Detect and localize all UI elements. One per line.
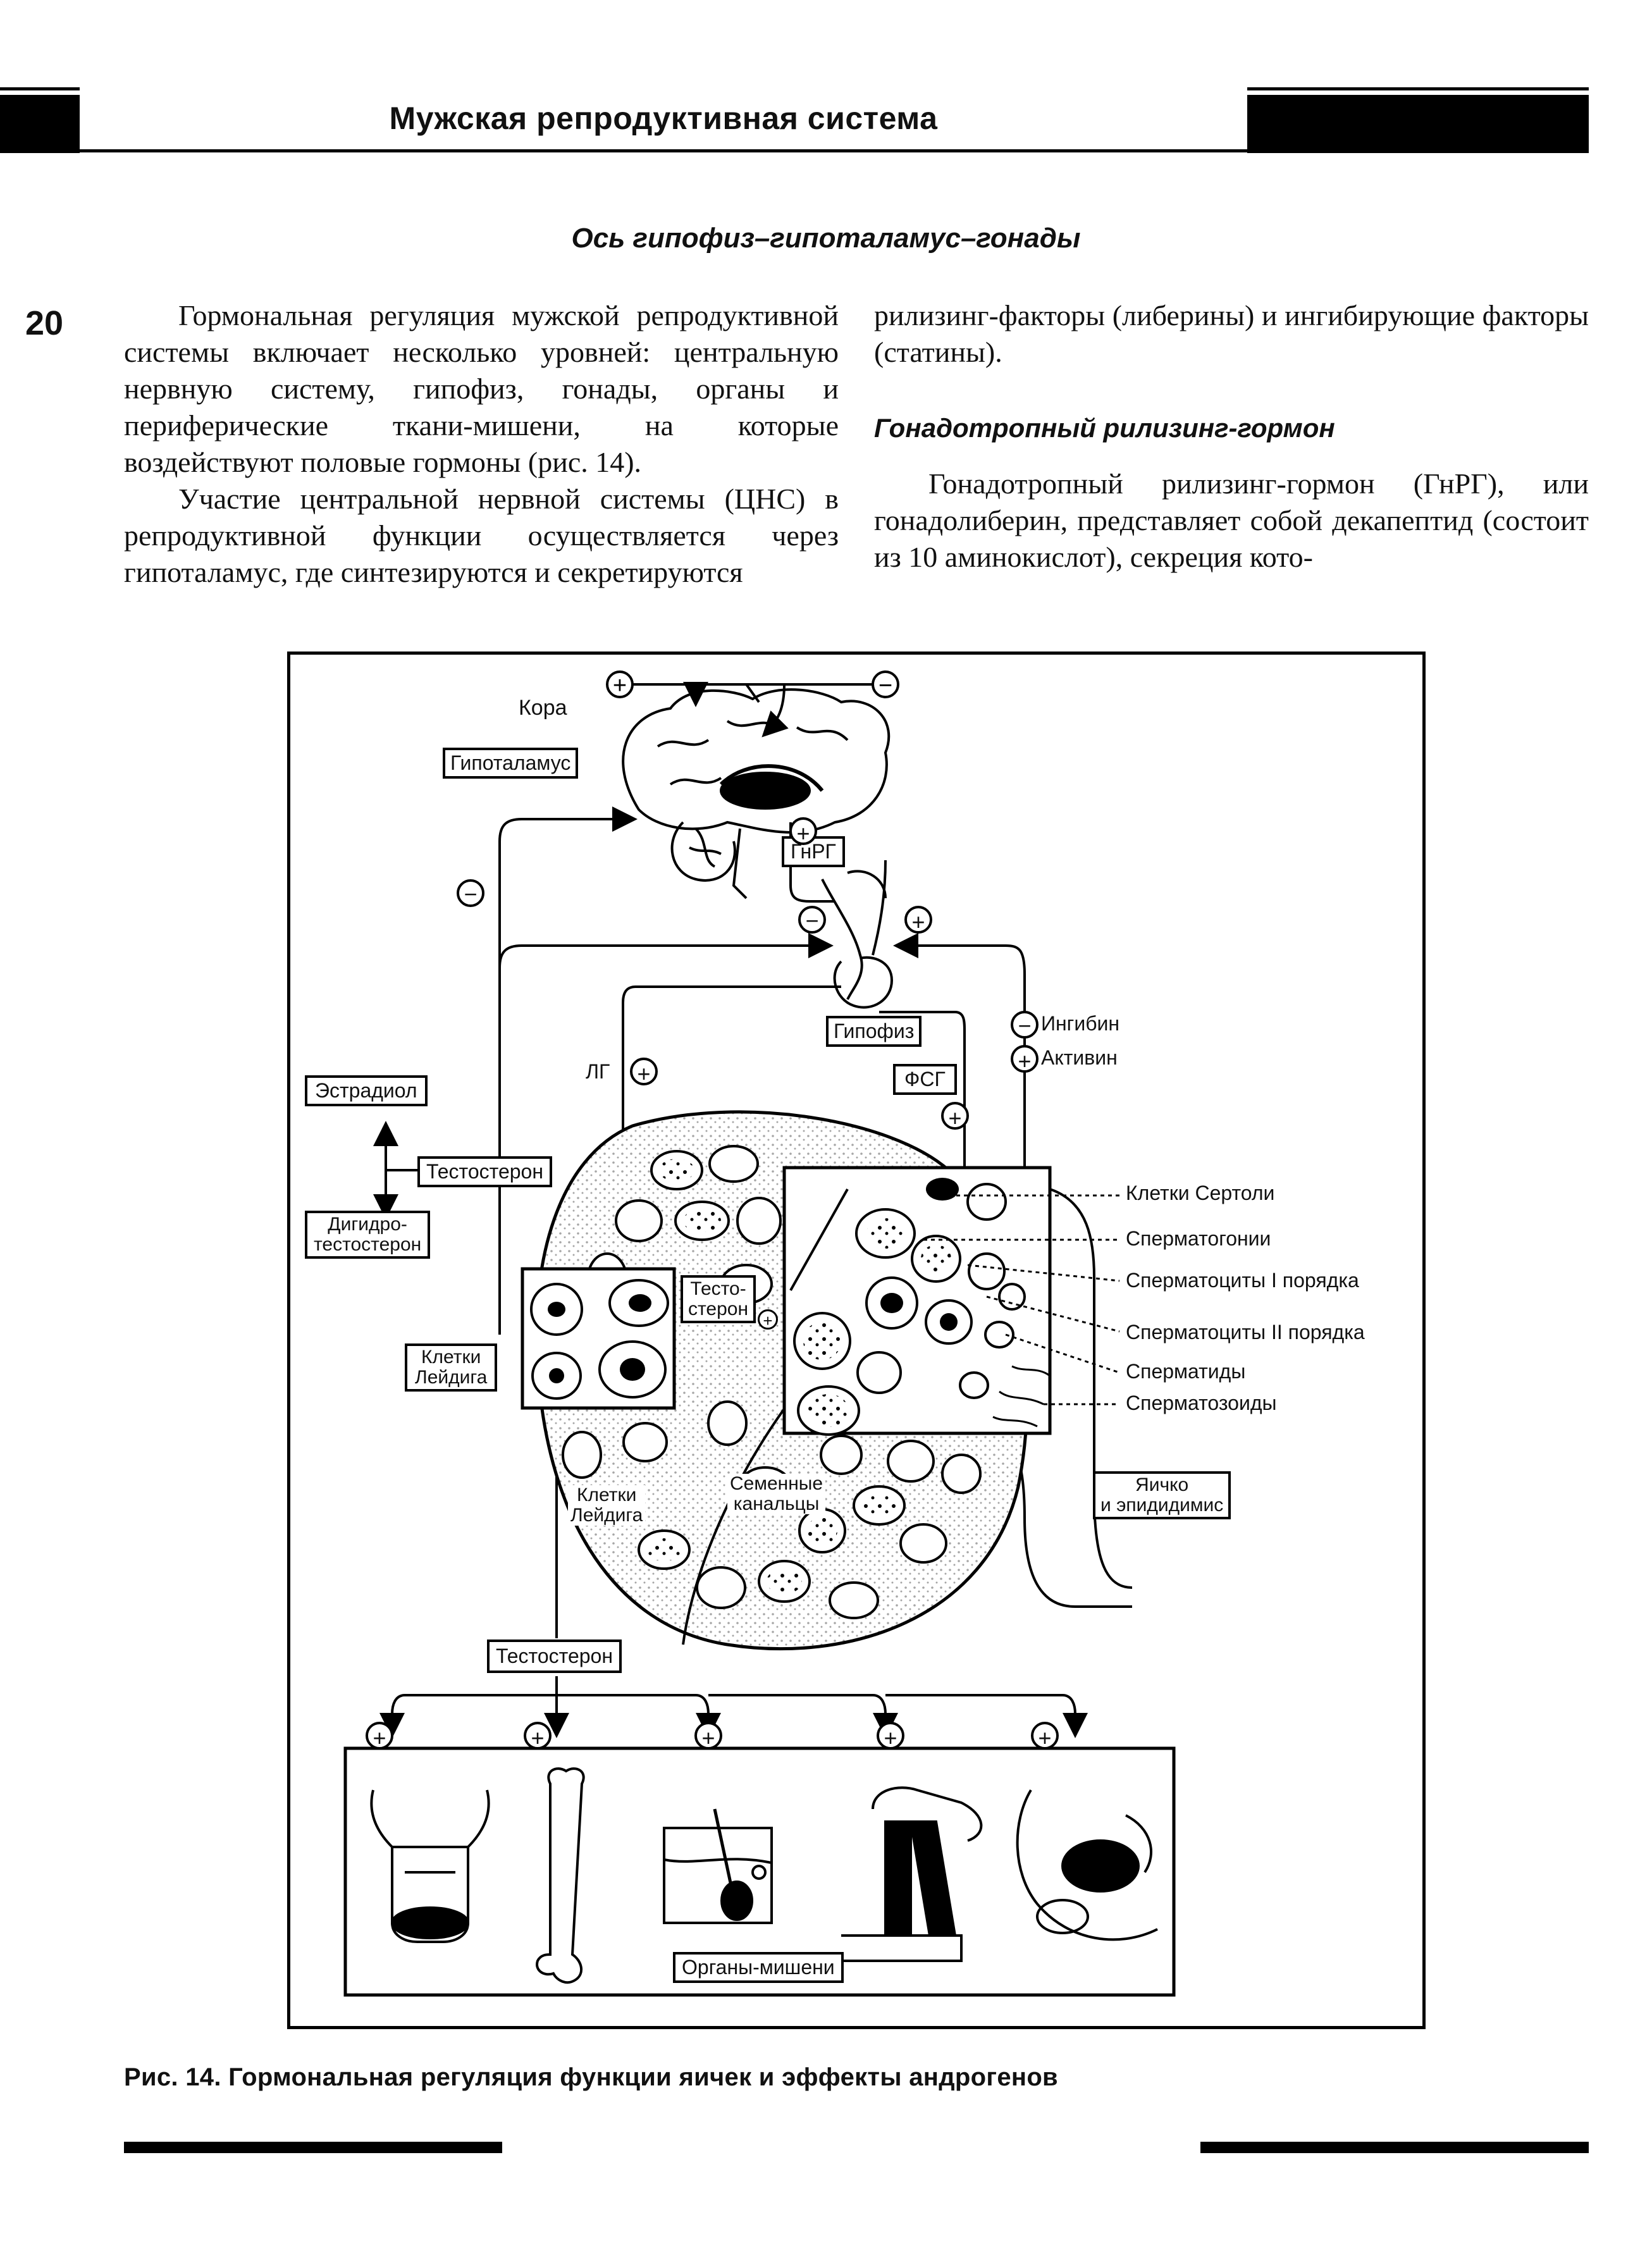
label-seminiferous-tubules: Семенные канальцы: [727, 1473, 826, 1514]
plus-sign-gnrh: +: [789, 817, 817, 846]
brain-illustration: [622, 688, 891, 899]
header-rule-left-top: [0, 87, 80, 90]
plus-sign-activin: +: [1011, 1045, 1039, 1074]
label-fsh: ФСГ: [893, 1064, 957, 1095]
legend-primary-spermatocytes: Сперматоциты I порядка: [1126, 1269, 1359, 1292]
skin-illustration: [663, 1808, 773, 1924]
pituitary-illustration: [821, 860, 894, 1009]
label-testis-line1: Яичко: [1135, 1474, 1189, 1495]
plus-sign-larynx: +: [366, 1722, 393, 1751]
figure-frame: [287, 652, 1426, 2029]
legend-spermatids: Сперматиды: [1126, 1360, 1246, 1383]
prostate-illustration: [1016, 1789, 1158, 1941]
label-testo-inset-line1: Тесто-: [690, 1278, 746, 1299]
label-dht-line2: тестостерон: [314, 1234, 422, 1255]
footer-rule-right: [1200, 2142, 1589, 2153]
label-dht-line1: Дигидро-: [328, 1214, 407, 1235]
plus-sign-muscle: +: [877, 1722, 904, 1751]
plus-sign-lh: +: [630, 1058, 658, 1087]
label-hypothalamus: Гипоталамус: [443, 748, 579, 779]
header-rule: [80, 149, 1247, 152]
label-leydig-inner-line2: Лейдига: [570, 1505, 643, 1526]
label-leydig-box-line1: Клетки: [421, 1347, 481, 1368]
page-number: 20: [25, 304, 64, 342]
label-target-organs: Органы-мишени: [673, 1952, 844, 1983]
label-testosterone-inset: Тесто- стерон: [681, 1275, 756, 1323]
left-column: Гормональная регуляция мужской репродукт…: [124, 297, 839, 591]
footer-rule-left: [124, 2142, 502, 2153]
label-testo-inset-line2: стерон: [688, 1299, 749, 1319]
leydig-cell-inset: [521, 1267, 676, 1410]
plus-sign-pituitary: +: [904, 906, 932, 935]
larynx-illustration: [370, 1789, 490, 1943]
label-inhibin: Ингибин: [1041, 1012, 1120, 1035]
minus-sign-pituitary: −: [798, 906, 826, 934]
legend-spermatozoa: Сперматозоиды: [1126, 1392, 1277, 1414]
label-testis-line2: и эпидидимис: [1100, 1495, 1224, 1516]
label-lh: ЛГ: [586, 1060, 610, 1083]
bone-illustration: [536, 1767, 585, 1984]
label-tubules-line1: Семенные: [730, 1473, 823, 1494]
right-column: рилизинг-факторы (либерины) и ингибирующ…: [874, 297, 1589, 576]
svg-text:+: +: [613, 672, 627, 699]
left-paragraph-1: Гормональная регуляция мужской репродукт…: [124, 299, 839, 478]
minus-sign-cortex: −: [872, 670, 899, 699]
label-dihydrotestosterone: Дигидро- тестостерон: [305, 1211, 431, 1259]
plus-sign-fsh: +: [941, 1102, 969, 1131]
legend-sertoli-cells: Клетки Сертоли: [1126, 1182, 1275, 1204]
plus-sign-skin: +: [694, 1722, 722, 1751]
label-activin: Активин: [1041, 1046, 1118, 1069]
plus-sign-prostate: +: [1031, 1722, 1059, 1751]
label-tubules-line2: канальцы: [733, 1493, 820, 1514]
figure-caption: Рис. 14. Гормональная регуляция функции …: [124, 2063, 1058, 2091]
running-title: Мужская репродуктивная система: [389, 101, 938, 136]
subheading: Гонадотропный рилизинг-гормон: [874, 413, 1335, 443]
header-block-right: [1247, 95, 1589, 153]
right-paragraph-1: рилизинг-факторы (либерины) и ингибирующ…: [874, 299, 1589, 368]
label-leydig-cells-box: Клетки Лейдига: [405, 1343, 498, 1392]
label-testosterone-top: Тестостерон: [417, 1156, 552, 1187]
label-cortex: Кора: [519, 696, 567, 720]
plus-sign-bone: +: [524, 1722, 552, 1751]
svg-text:−: −: [878, 672, 892, 699]
seminiferous-tubule-inset: [782, 1166, 1052, 1436]
label-leydig-inner-line1: Клетки: [577, 1485, 637, 1505]
right-paragraph-2: Гонадотропный рилизинг-гормон (ГнРГ), ил…: [874, 467, 1589, 573]
plus-sign-cortex: +: [606, 670, 634, 699]
header-block-left: [0, 95, 80, 153]
label-leydig-box-line2: Лейдига: [415, 1367, 488, 1388]
label-gnrh: ГнРГ: [782, 836, 845, 867]
minus-sign-inhibin: −: [1011, 1011, 1039, 1039]
label-estradiol: Эстрадиол: [305, 1075, 428, 1106]
muscle-illustration: [841, 1786, 983, 1962]
plus-sign-testosterone-inset: +: [758, 1309, 778, 1330]
header-rule-right-top: [1247, 87, 1589, 90]
label-testis-epididymis: Яичко и эпидидимис: [1093, 1471, 1231, 1519]
legend-secondary-spermatocytes: Сперматоциты II порядка: [1126, 1321, 1365, 1343]
minus-sign-hypothalamus-feedback: −: [457, 879, 484, 907]
left-paragraph-2: Участие центральной нервной системы (ЦНС…: [124, 483, 839, 588]
legend-spermatogonia: Сперматогонии: [1126, 1227, 1271, 1250]
section-title: Ось гипофиз–гипоталамус–гонады: [571, 223, 1081, 254]
label-pituitary: Гипофиз: [826, 1016, 922, 1047]
label-leydig-cells-inner: Клетки Лейдига: [568, 1485, 646, 1526]
label-testosterone-bottom: Тестостерон: [487, 1640, 622, 1673]
